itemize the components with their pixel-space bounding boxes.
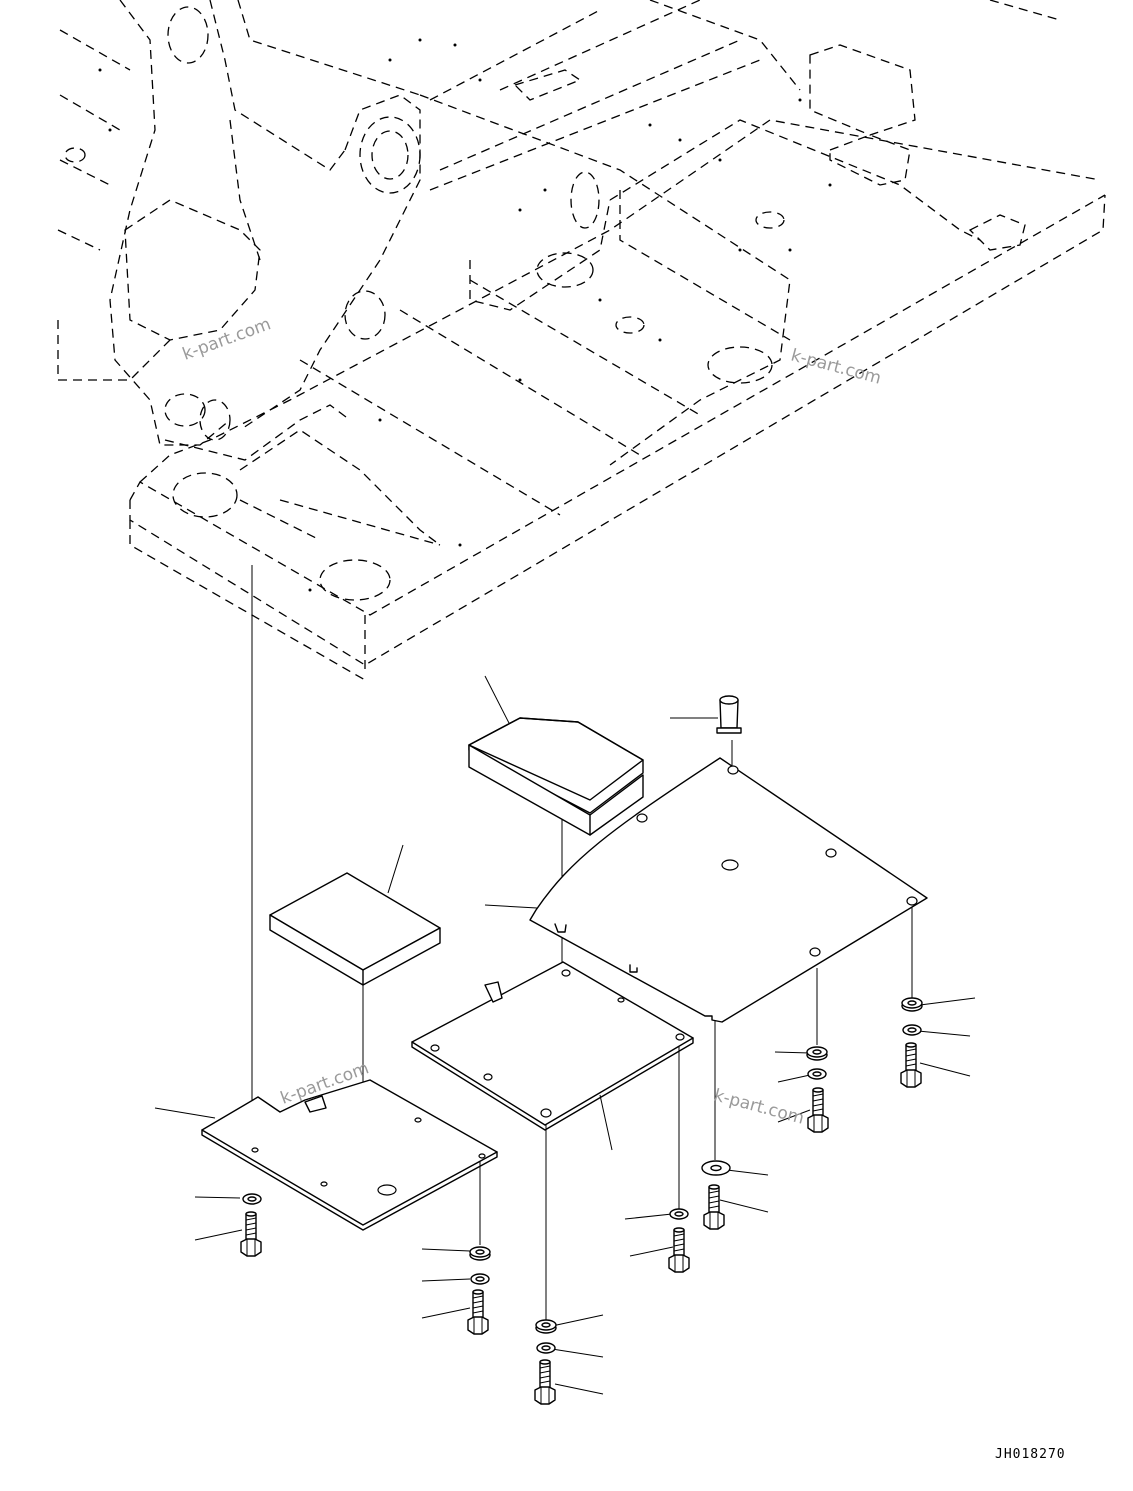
large-cover-plate	[529, 757, 928, 1023]
insulation-pad-small	[269, 872, 441, 986]
fastener-set-3	[534, 1319, 557, 1405]
fastener-set-6	[806, 1046, 829, 1133]
watermark-4: k-part.com	[712, 1086, 807, 1129]
middle-cover-plate	[411, 961, 694, 1131]
insulation-pad-large	[468, 717, 644, 836]
collar-spacer	[716, 695, 742, 734]
machine-frame-outline	[57, 0, 1106, 681]
callout-leader-lines	[154, 675, 976, 1395]
small-cover-plate	[201, 1079, 498, 1231]
fastener-set-1	[240, 1193, 262, 1257]
drawing-code: JH018270	[995, 1447, 1066, 1462]
fastener-set-4	[668, 1208, 690, 1273]
fastener-set-2	[467, 1246, 491, 1335]
fastener-set-7	[900, 997, 923, 1088]
watermark-2: k-part.com	[789, 346, 884, 389]
fastener-set-5	[701, 1160, 731, 1230]
